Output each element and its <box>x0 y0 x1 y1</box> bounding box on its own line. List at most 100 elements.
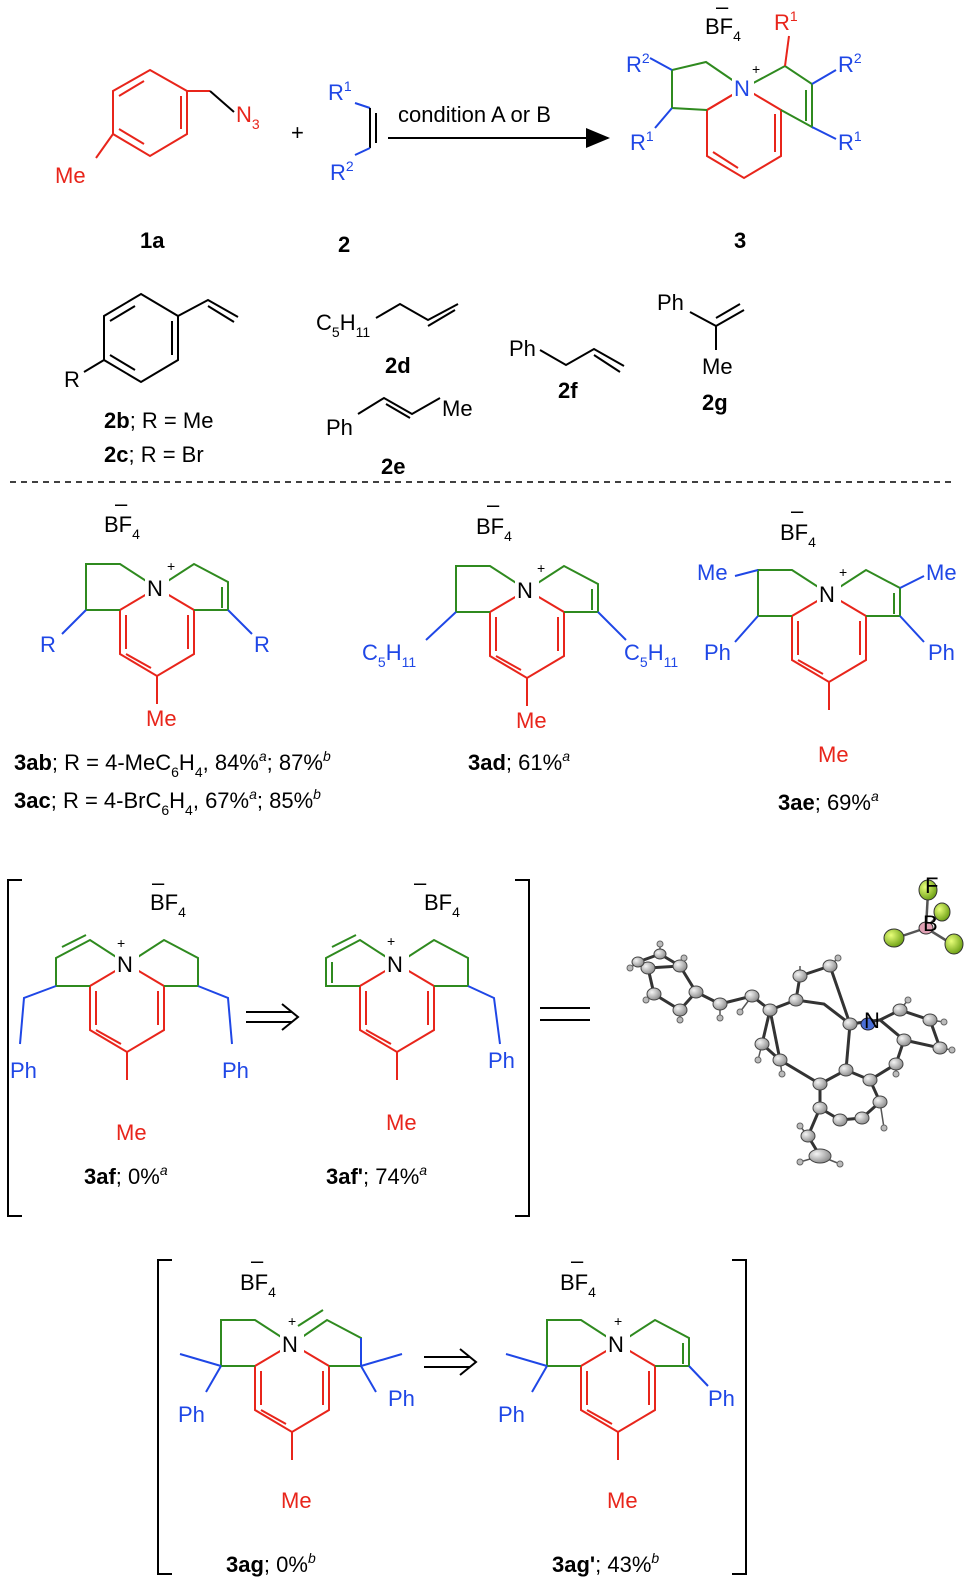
ph-right-3ag: Ph <box>388 1386 415 1411</box>
bf4-minus-3ae: – <box>791 498 804 523</box>
label-2g: 2g <box>702 390 728 415</box>
r2-left-3: R2 <box>626 50 650 77</box>
alkene-2g <box>689 303 745 350</box>
nplus-3ab: + <box>167 558 175 574</box>
me-3ag: Me <box>281 1488 312 1513</box>
label-3ae: 3ae; 69%a <box>778 788 879 815</box>
label-2f: 2f <box>558 378 578 403</box>
ph-left-3agp: Ph <box>498 1402 525 1427</box>
ph-2e: Ph <box>326 415 353 440</box>
ph-3afp: Ph <box>488 1048 515 1073</box>
implies-arrow-1 <box>246 1003 300 1031</box>
label-2b: 2b; R = Me <box>104 408 213 433</box>
bracket-right-1 <box>515 879 530 1217</box>
bf4-3ab: BF4 <box>104 512 140 542</box>
arrow-condition: condition A or B <box>398 102 551 127</box>
n-3ae: N <box>819 582 835 607</box>
label-3ag: 3ag; 0%b <box>226 1550 316 1577</box>
nplus-3: + <box>752 61 760 77</box>
label-3ab: 3ab; R = 4-MeC6H4, 84%a; 87%b <box>14 748 331 780</box>
ph-left-3ag: Ph <box>178 1402 205 1427</box>
crystal-b-label: B <box>923 911 938 936</box>
product-3af <box>19 934 233 1080</box>
n-3afp: N <box>387 952 403 977</box>
bf4-minus-3ab: – <box>115 491 128 516</box>
bracket-left-2 <box>157 1259 172 1575</box>
nplus-3ae: + <box>839 564 847 580</box>
label-3: 3 <box>734 228 746 253</box>
bf4-minus-3af: – <box>152 870 165 895</box>
product-3afp <box>325 934 501 1080</box>
me-3afp: Me <box>386 1110 417 1135</box>
ph-right-3ae: Ph <box>928 640 955 665</box>
bf4-3agp: BF4 <box>560 1270 596 1300</box>
me-3agp: Me <box>607 1488 638 1513</box>
equals-sign <box>540 1007 590 1021</box>
r1-right-3: R1 <box>838 128 862 155</box>
me-2e: Me <box>442 396 473 421</box>
crystal-structure: N B F <box>626 873 964 1168</box>
r-right-3ab: R <box>254 632 270 657</box>
bf4-minus-3: – <box>716 0 729 19</box>
me-3ab: Me <box>146 706 177 731</box>
nplus-3ad: + <box>537 560 545 576</box>
n-3ad: N <box>517 578 533 603</box>
alkene-2d <box>375 302 459 327</box>
n-3: N <box>734 76 750 101</box>
bf4-minus-3ad: – <box>487 492 500 517</box>
product-3 <box>649 35 837 180</box>
label-1a: 1a <box>140 228 165 253</box>
bf4-minus-3afp: – <box>414 870 427 895</box>
bracket-right-2 <box>732 1259 747 1575</box>
r2-2: R2 <box>330 158 354 185</box>
product-3ae <box>734 568 925 710</box>
alkene-2f <box>539 347 625 373</box>
reagent-2 <box>354 102 377 156</box>
bf4-3ad: BF4 <box>476 514 512 544</box>
n3-1a: N3 <box>236 102 260 132</box>
label-3af: 3af; 0%a <box>84 1162 168 1189</box>
me-3ad: Me <box>516 708 547 733</box>
ph-left-3af: Ph <box>10 1058 37 1083</box>
n-3ab: N <box>147 576 163 601</box>
label-3ac: 3ac; R = 4-BrC6H4, 67%a; 85%b <box>14 786 321 818</box>
crystal-n-label: N <box>864 1008 880 1033</box>
bf4-3af: BF4 <box>150 890 186 920</box>
nplus-3ag: + <box>288 1313 296 1329</box>
ph-2f: Ph <box>509 336 536 361</box>
me-3ae: Me <box>818 742 849 767</box>
c5h11-left-3ad: C5H11 <box>362 640 416 670</box>
nplus-3af: + <box>117 935 125 951</box>
r-2bc: R <box>64 367 80 392</box>
alkene-2e <box>357 396 441 419</box>
me-right-3ae: Me <box>926 560 957 585</box>
c5h11-right-3ad: C5H11 <box>624 640 678 670</box>
r2-right-3: R2 <box>838 50 862 77</box>
product-3agp <box>505 1318 709 1460</box>
bf4-3ag: BF4 <box>240 1270 276 1300</box>
me-1a: Me <box>55 163 86 188</box>
label-3agp: 3ag'; 43%b <box>552 1550 659 1577</box>
reagent-1a <box>95 68 235 159</box>
product-3ag <box>179 1309 403 1460</box>
ph-left-3ae: Ph <box>704 640 731 665</box>
ph-2g: Ph <box>657 290 684 315</box>
implies-arrow-2 <box>424 1348 478 1376</box>
me-left-3ae: Me <box>697 560 728 585</box>
label-2: 2 <box>338 232 350 257</box>
r1-left-3: R1 <box>630 128 654 155</box>
me-3af: Me <box>116 1120 147 1145</box>
plus-sign: + <box>291 120 304 145</box>
product-3ab <box>61 562 253 704</box>
alkene-2bc <box>83 292 239 384</box>
nplus-3afp: + <box>387 933 395 949</box>
label-2e: 2e <box>381 454 405 479</box>
product-3ad <box>425 564 627 706</box>
r1-2: R1 <box>328 78 352 105</box>
bf4-3ae: BF4 <box>780 520 816 550</box>
crystal-f-label: F <box>925 873 938 898</box>
ph-right-3af: Ph <box>222 1058 249 1083</box>
ph-right-3agp: Ph <box>708 1386 735 1411</box>
